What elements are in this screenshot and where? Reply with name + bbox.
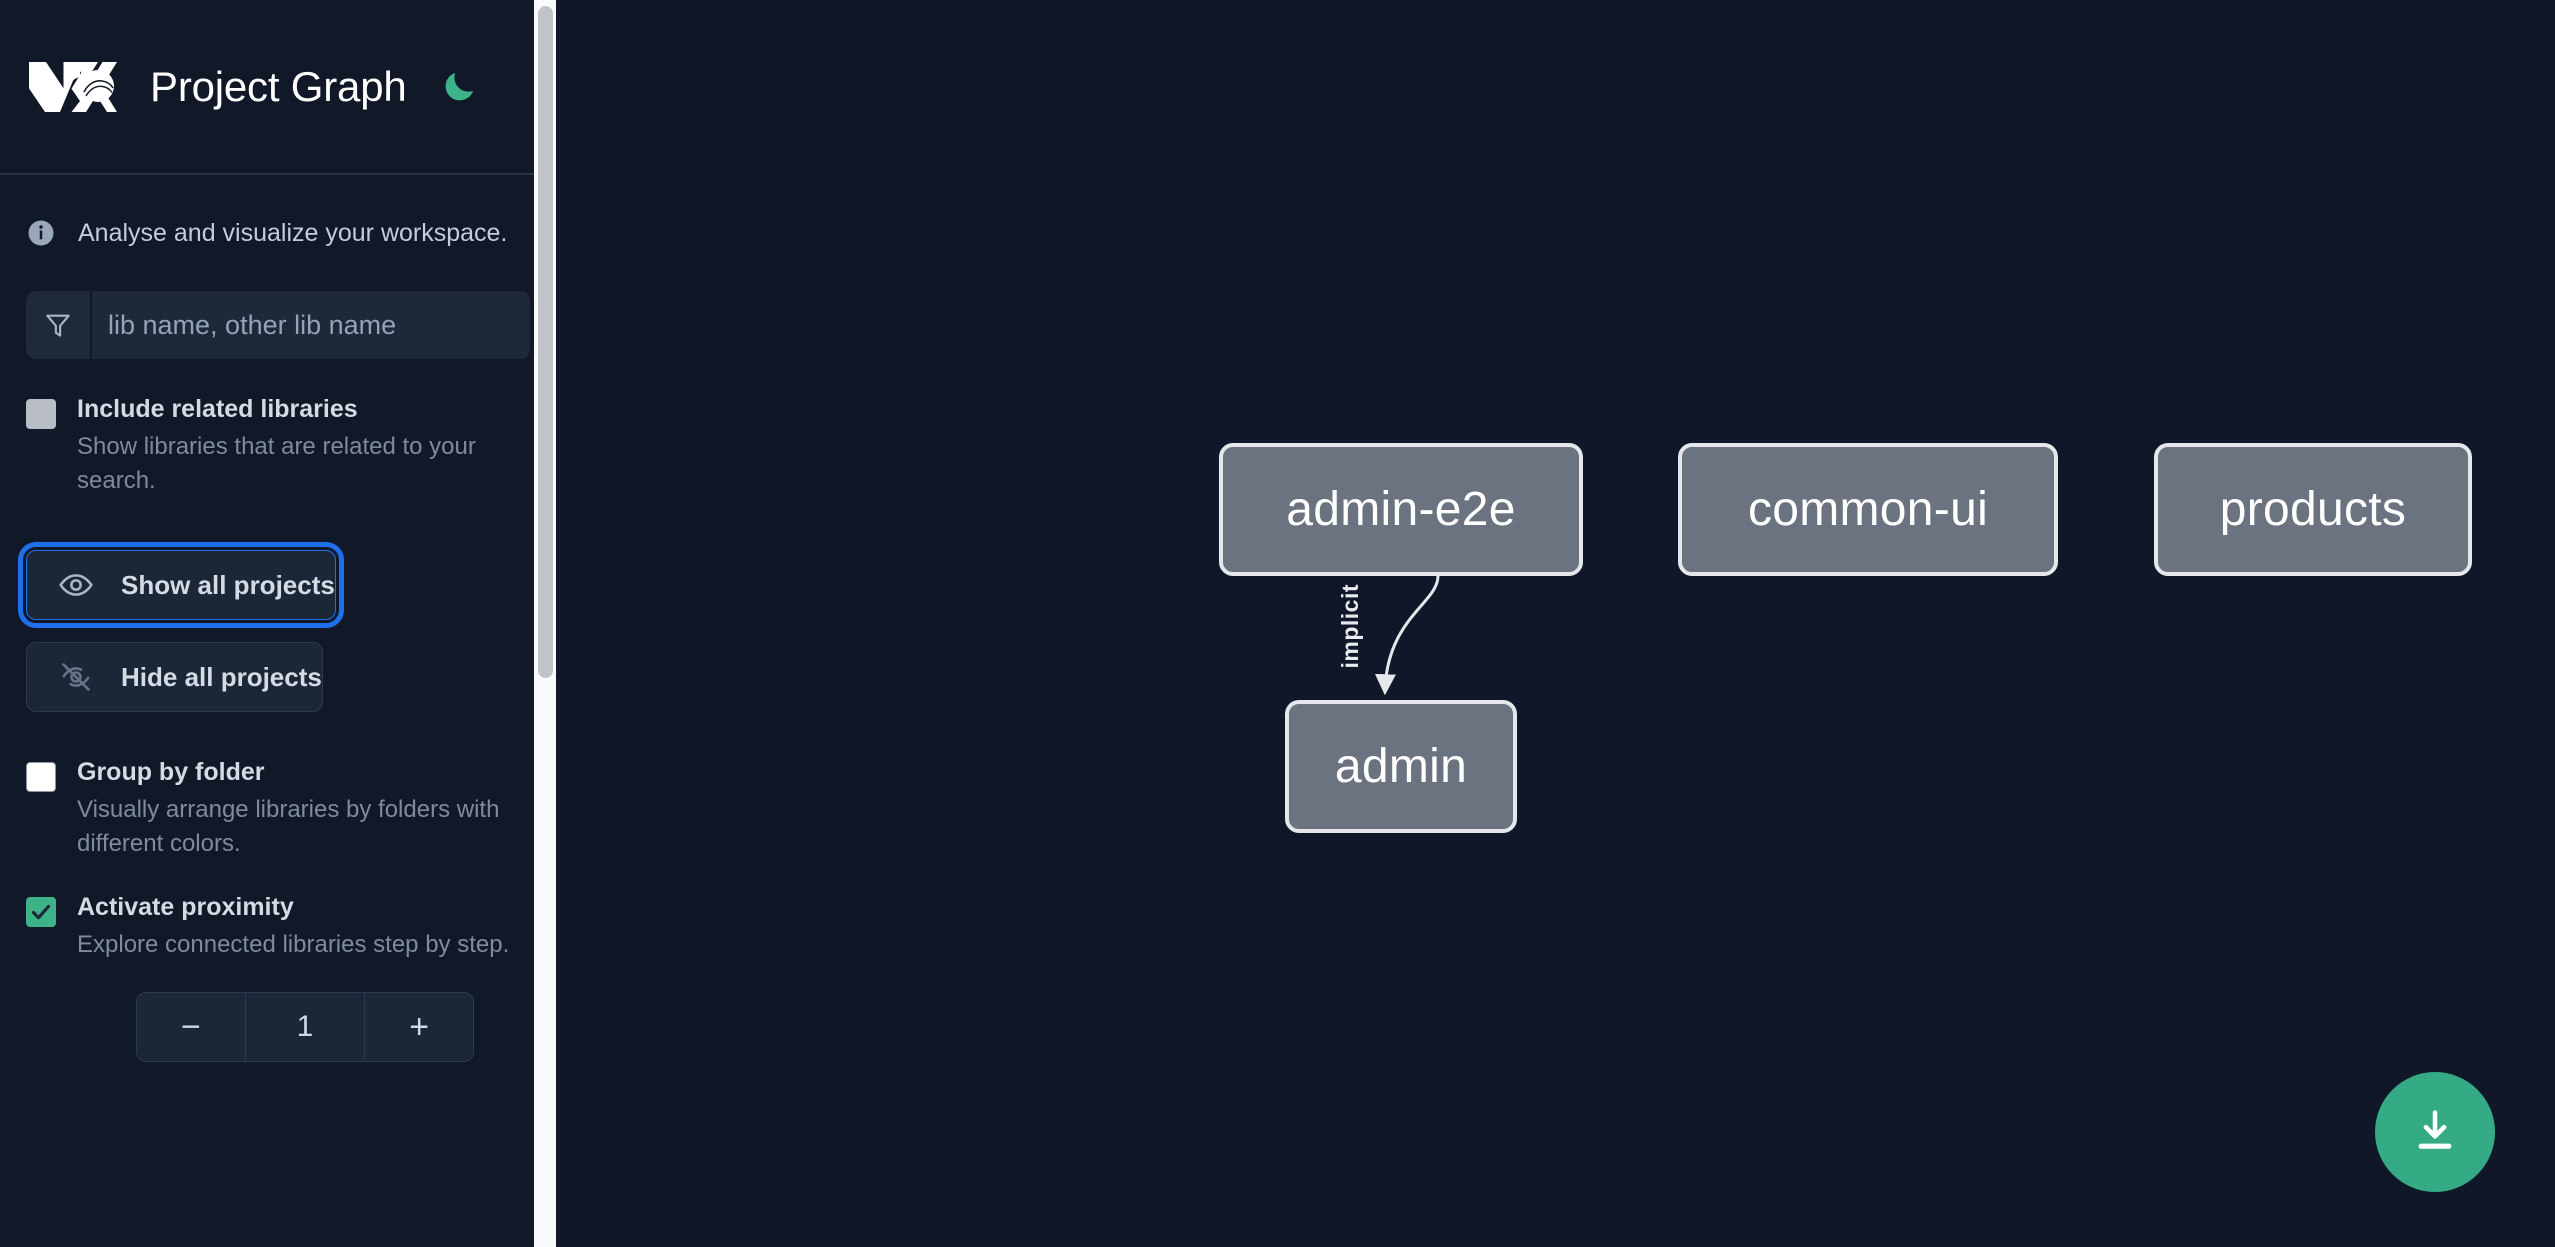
- graph-node-products[interactable]: products: [2154, 443, 2472, 576]
- page-title: Project Graph: [150, 62, 407, 110]
- proximity-value: 1: [244, 993, 366, 1062]
- graph-node-admin-e2e[interactable]: admin-e2e: [1219, 443, 1583, 576]
- edge-label-admin-implicit: implicit: [1337, 584, 1363, 669]
- include-related-libraries-label: Include related libraries: [77, 395, 358, 423]
- sidebar-scrollbar-track[interactable]: [534, 0, 556, 1247]
- tagline-text: Analyse and visualize your workspace.: [78, 218, 508, 247]
- hide-all-projects-label: Hide all projects: [121, 661, 322, 692]
- proximity-decrement-button[interactable]: −: [137, 993, 245, 1062]
- hide-all-projects-button[interactable]: Hide all projects: [26, 642, 323, 713]
- info-icon: [26, 218, 56, 248]
- show-all-projects-button[interactable]: Show all projects: [18, 542, 344, 629]
- include-related-libraries-checkbox[interactable]: [26, 399, 56, 429]
- show-all-projects-label: Show all projects: [121, 569, 335, 600]
- activate-proximity-label: Activate proximity: [77, 893, 294, 922]
- proximity-stepper: − 1 +: [136, 992, 474, 1063]
- nx-logo: [26, 56, 118, 118]
- activate-proximity-description: Explore connected libraries step by step…: [77, 930, 510, 958]
- sidebar-content: Project Graph: [0, 0, 556, 1247]
- sidebar-body: Analyse and visualize your workspace.: [0, 175, 556, 1063]
- option-include-related-libraries: Include related libraries Show libraries…: [26, 393, 530, 498]
- moon-icon[interactable]: [437, 65, 481, 109]
- tagline: Analyse and visualize your workspace.: [26, 175, 530, 291]
- proximity-increment-button[interactable]: +: [365, 993, 473, 1062]
- graph-edges: [1374, 575, 1440, 696]
- sidebar-header: Project Graph: [0, 0, 556, 175]
- sidebar: Project Graph: [0, 0, 556, 1247]
- option-activate-proximity: Activate proximity Explore connected lib…: [26, 891, 530, 962]
- group-by-folder-label: Group by folder: [77, 758, 265, 787]
- graph-node-common-ui[interactable]: common-ui: [1678, 443, 2058, 576]
- download-graph-button[interactable]: [2375, 1072, 2495, 1192]
- group-by-folder-checkbox[interactable]: [26, 762, 56, 793]
- eye-slash-icon: [57, 658, 95, 696]
- eye-icon: [57, 566, 95, 604]
- download-icon: [2409, 1105, 2461, 1160]
- group-by-folder-description: Visually arrange libraries by folders wi…: [77, 795, 500, 857]
- activate-proximity-checkbox[interactable]: [26, 897, 56, 928]
- sidebar-scrollbar-thumb[interactable]: [538, 6, 553, 678]
- include-related-libraries-description: Show libraries that are related to your …: [77, 432, 476, 494]
- filter-box: [26, 291, 530, 359]
- option-group-by-folder: Group by folder Visually arrange librari…: [26, 756, 530, 861]
- search-input[interactable]: [92, 291, 530, 359]
- funnel-icon[interactable]: [26, 291, 92, 359]
- graph-node-admin[interactable]: admin: [1285, 700, 1517, 833]
- graph-canvas[interactable]: implicit implicit admin-e2e admin common…: [556, 0, 2555, 1247]
